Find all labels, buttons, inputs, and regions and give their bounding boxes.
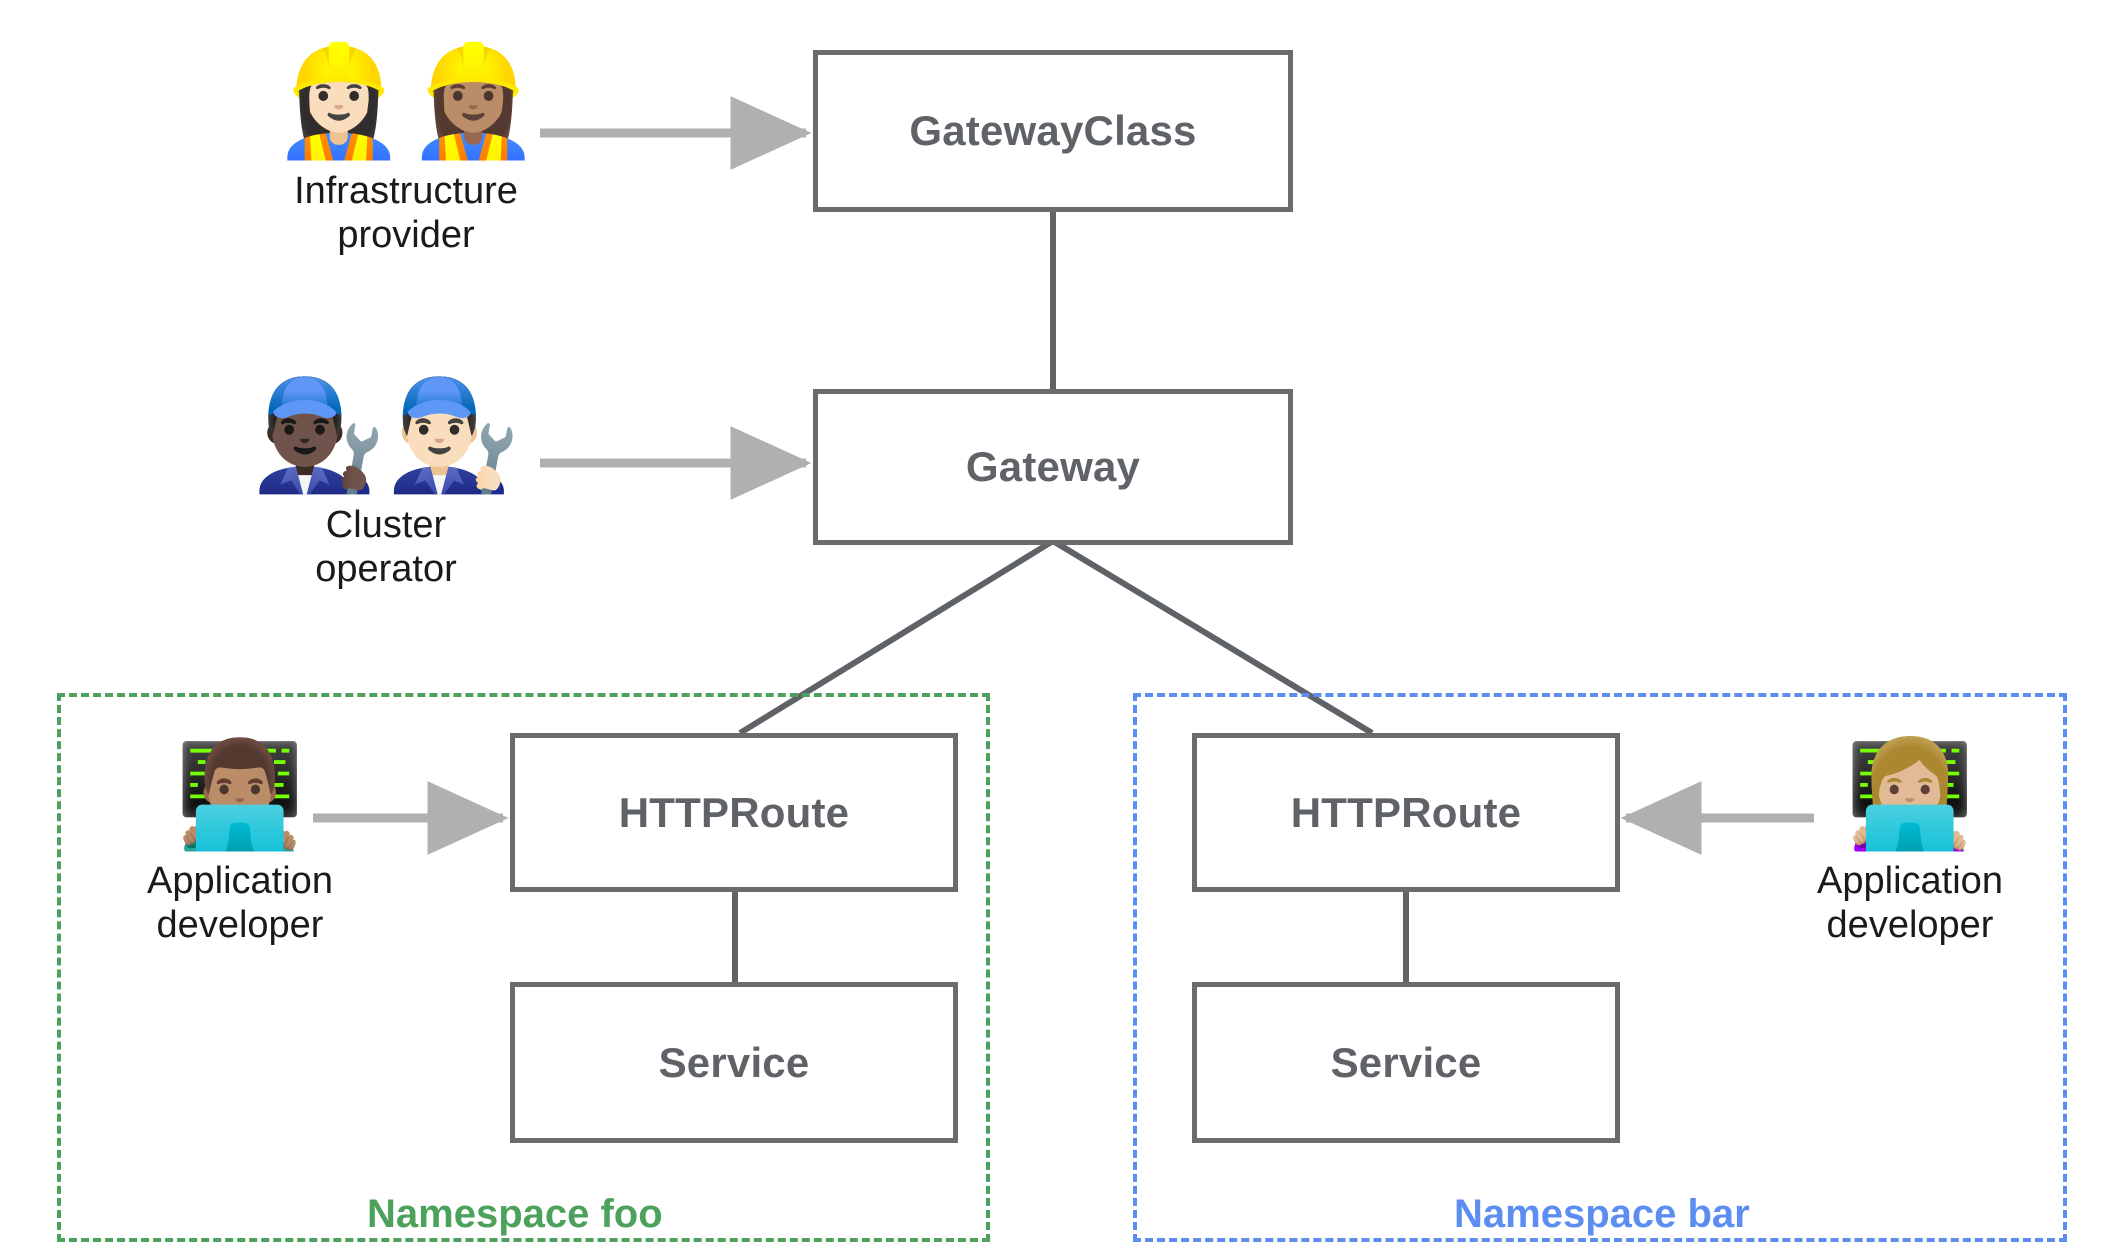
node-httproute-foo[interactable]: HTTPRoute — [510, 733, 958, 892]
node-httproute-bar-label: HTTPRoute — [1290, 788, 1522, 836]
node-service-foo-label: Service — [658, 1038, 810, 1086]
node-service-foo[interactable]: Service — [510, 982, 958, 1143]
persona-application-developer-foo-caption: Application developer — [147, 860, 333, 946]
persona-application-developer-foo: 👨🏽‍💻 Application developer — [100, 742, 380, 947]
namespace-foo-label: Namespace foo — [367, 1192, 663, 1236]
namespace-bar-label: Namespace bar — [1454, 1192, 1750, 1236]
developer-laptop-icon: 👨🏽‍💻 — [175, 733, 305, 855]
edge-gateway-httproute-foo — [738, 538, 1055, 736]
developer-laptop-icon: 👩🏼‍💻 — [1845, 733, 1975, 855]
persona-cluster-operator-caption: Cluster operator — [315, 504, 457, 590]
node-httproute-bar[interactable]: HTTPRoute — [1192, 733, 1620, 892]
node-service-bar-label: Service — [1330, 1038, 1482, 1086]
node-gateway-label: Gateway — [965, 443, 1141, 490]
persona-cluster-operator: 👨🏿‍🔧👨🏻‍🔧 Cluster operator — [246, 382, 526, 591]
persona-application-developer-bar: 👩🏼‍💻 Application developer — [1770, 742, 2050, 947]
namespace-foo-container — [57, 693, 990, 1242]
node-gateway[interactable]: Gateway — [813, 389, 1293, 545]
node-service-bar[interactable]: Service — [1192, 982, 1620, 1143]
mechanics-icon: 👨🏿‍🔧👨🏻‍🔧 — [251, 373, 521, 498]
persona-infrastructure-provider: 👷🏻‍♀️👷🏽‍♀️ Infrastructure provider — [266, 48, 546, 257]
persona-application-developer-bar-caption: Application developer — [1817, 860, 2003, 946]
namespace-bar-container — [1133, 693, 2067, 1242]
node-httproute-foo-label: HTTPRoute — [618, 788, 850, 836]
node-gatewayclass-label: GatewayClass — [909, 107, 1197, 154]
edge-gateway-httproute-bar — [1051, 538, 1374, 736]
construction-workers-icon: 👷🏻‍♀️👷🏽‍♀️ — [271, 39, 541, 164]
persona-infrastructure-provider-caption: Infrastructure provider — [294, 170, 518, 256]
node-gatewayclass[interactable]: GatewayClass — [813, 50, 1293, 212]
